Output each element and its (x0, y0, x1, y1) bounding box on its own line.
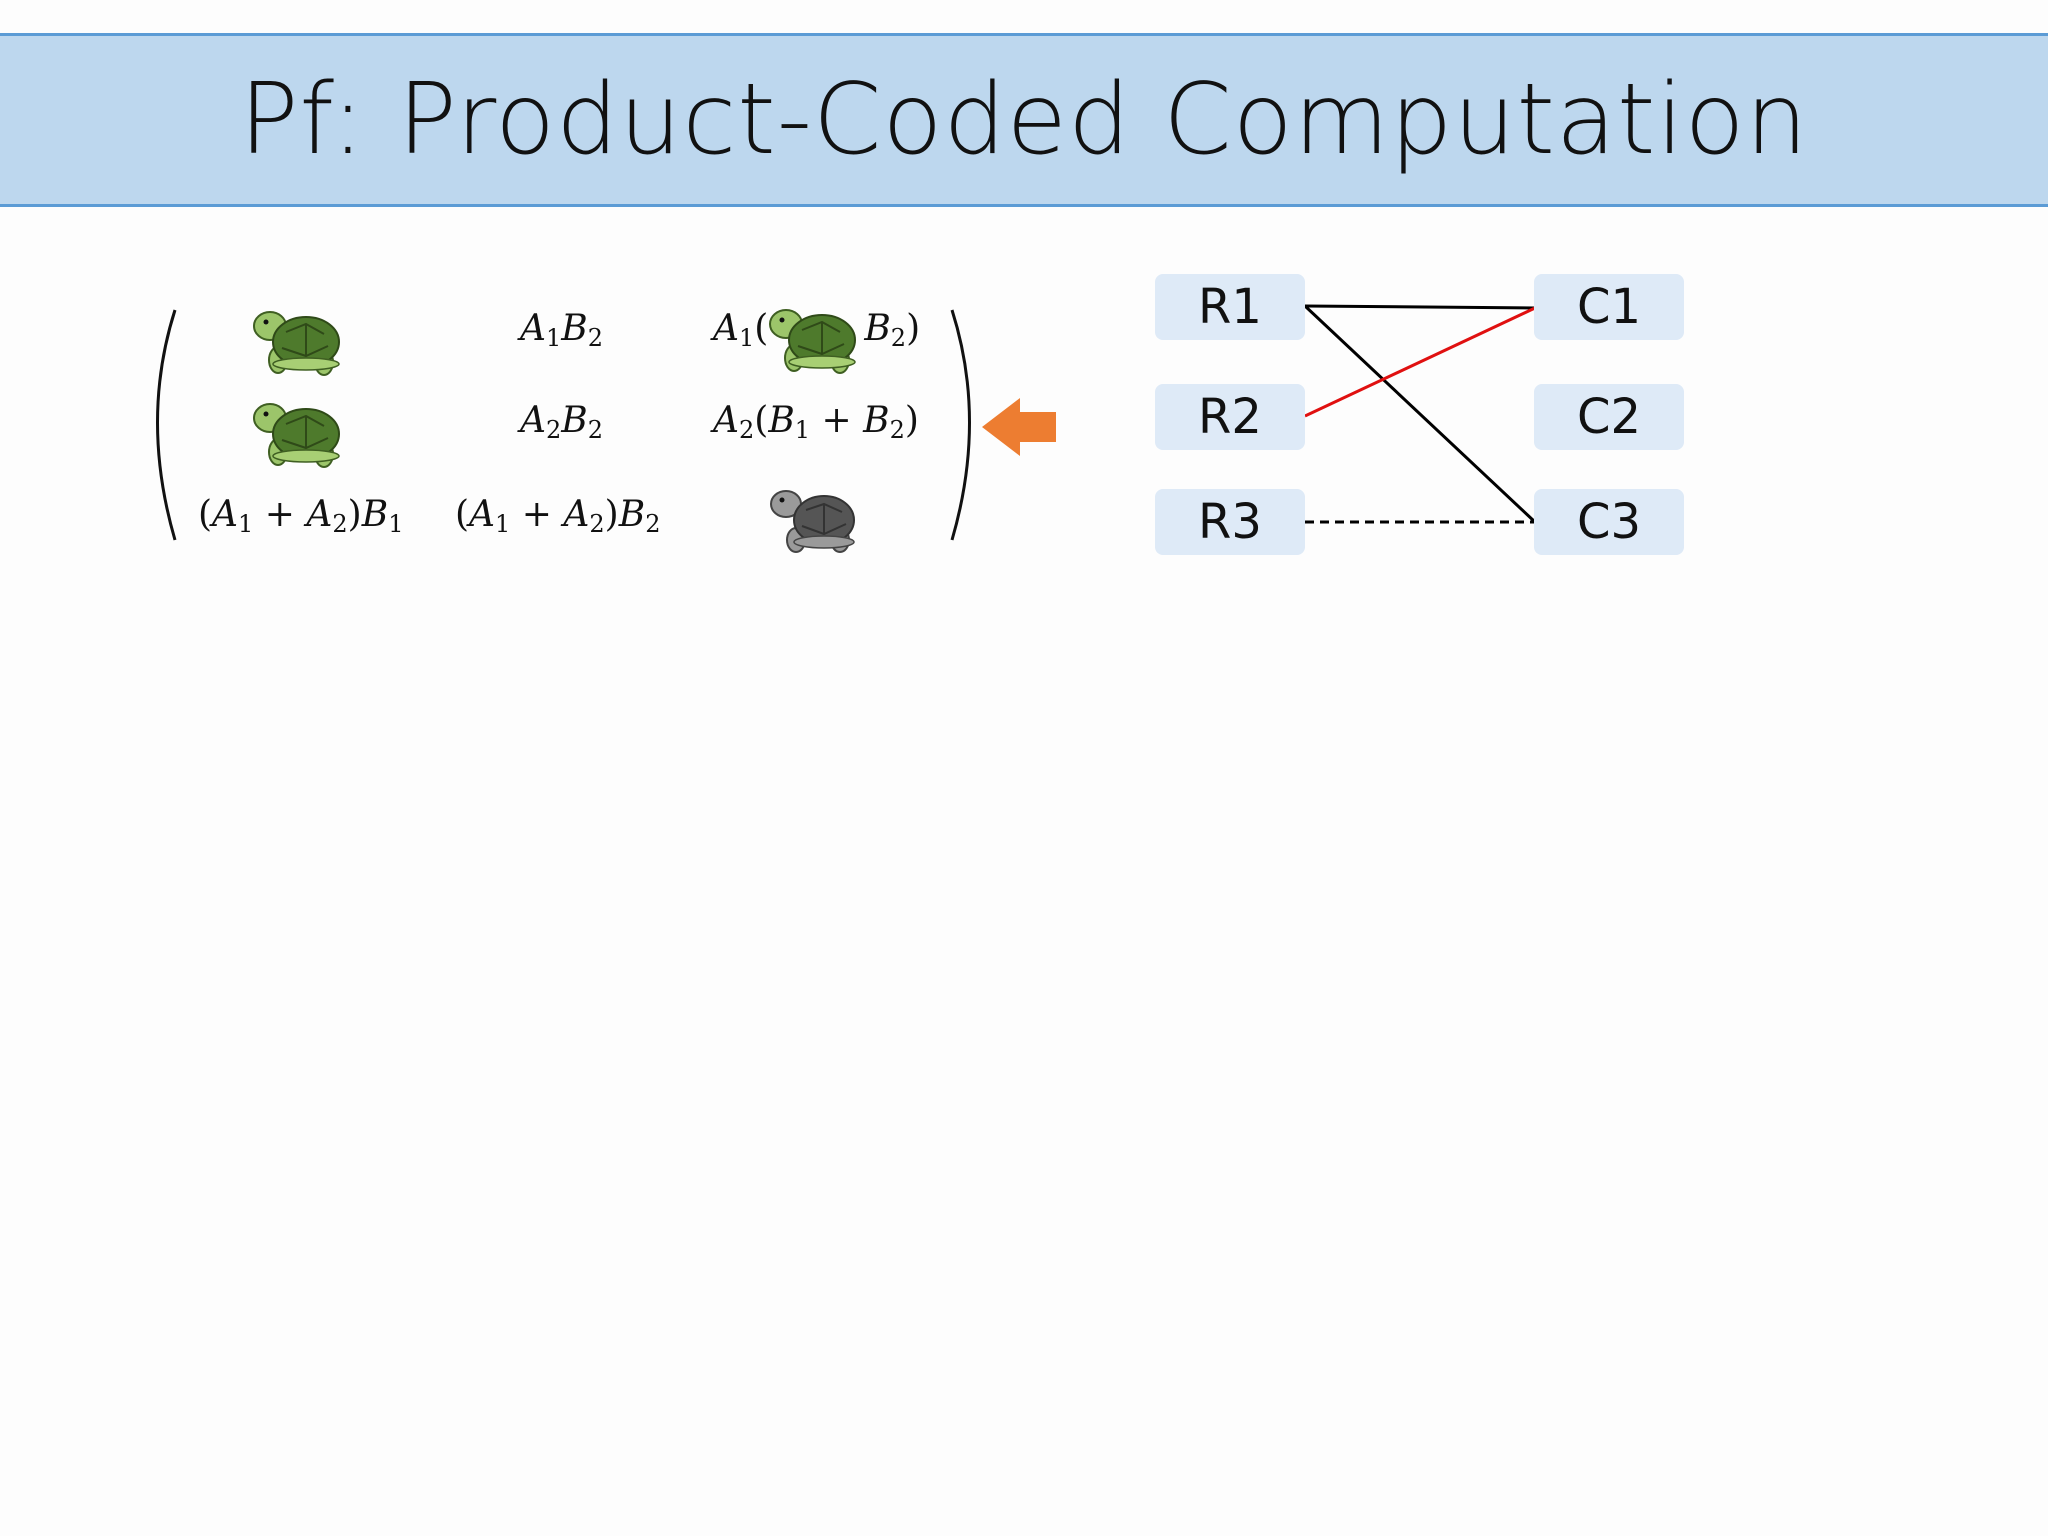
edge-r1-c3 (1303, 304, 1537, 524)
turtle-icon (253, 403, 340, 468)
cell-r2c1: (A1 + A2)B2 (455, 494, 661, 538)
row-node-r1: R1 (1155, 274, 1305, 340)
turtle-icon (253, 311, 340, 376)
cell-r1c2: A2(B1 + B2) (713, 400, 919, 444)
left-arrow-icon (982, 398, 1056, 456)
col-node-c2: C2 (1534, 384, 1684, 450)
col-node-c1: C1 (1534, 274, 1684, 340)
cell-r1c1: A2B2 (520, 400, 604, 444)
edge-r1-c1 (1304, 304, 1536, 310)
col-node-c3: C3 (1534, 489, 1684, 555)
slide-title: Pf: Product-Coded Computation (239, 63, 1809, 177)
cell-r0c1: A1B2 (520, 308, 604, 352)
gray-turtle-icon (770, 490, 855, 553)
title-band: Pf: Product-Coded Computation (0, 33, 2048, 207)
right-paren (950, 309, 971, 541)
left-paren (156, 309, 177, 541)
edge-r2-c1 (1304, 306, 1536, 418)
cell-r2c0: (A1 + A2)B1 (198, 494, 404, 538)
turtle-icon (769, 309, 856, 374)
row-node-r3: R3 (1155, 489, 1305, 555)
cell-r0c2: A1(B2) (713, 308, 921, 352)
row-node-r2: R2 (1155, 384, 1305, 450)
